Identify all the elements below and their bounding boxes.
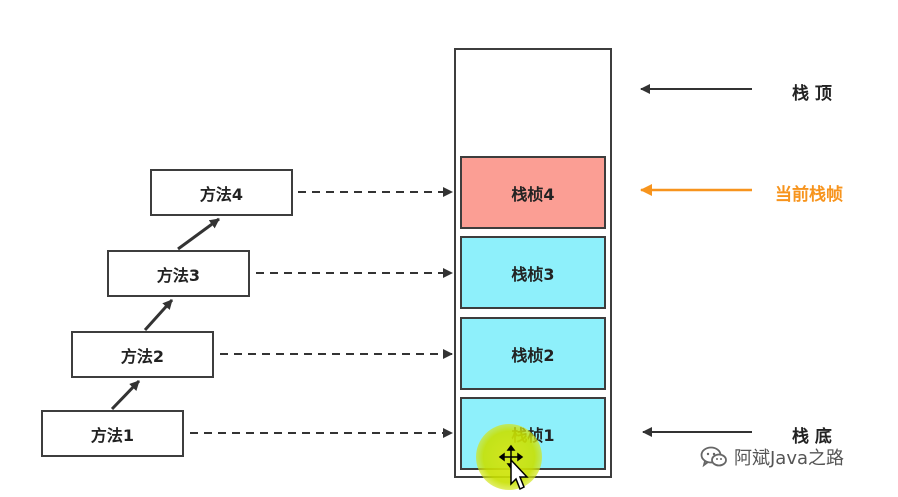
stack-bottom-label: 栈 底 [792,427,832,447]
method-box-1: 方法1 [41,410,184,457]
stack-frame-2: 栈桢2 [460,317,606,390]
current-frame-label: 当前栈帧 [775,185,843,205]
wechat-icon [700,446,727,468]
method-box-2: 方法2 [71,331,214,378]
stack-top-label: 栈 顶 [792,84,832,104]
stack-frame-4: 栈桢4 [460,156,606,229]
call-arrow-2-to-3 [143,298,174,332]
watermark-text: 阿斌Java之路 [734,448,845,469]
method-box-4: 方法4 [150,169,293,216]
method-box-3: 方法3 [107,250,250,297]
call-arrow-3-to-4 [177,217,220,251]
call-arrow-1-to-2 [110,379,141,411]
stack-frame-3: 栈桢3 [460,236,606,309]
watermark: 阿斌Java之路 [700,444,844,470]
